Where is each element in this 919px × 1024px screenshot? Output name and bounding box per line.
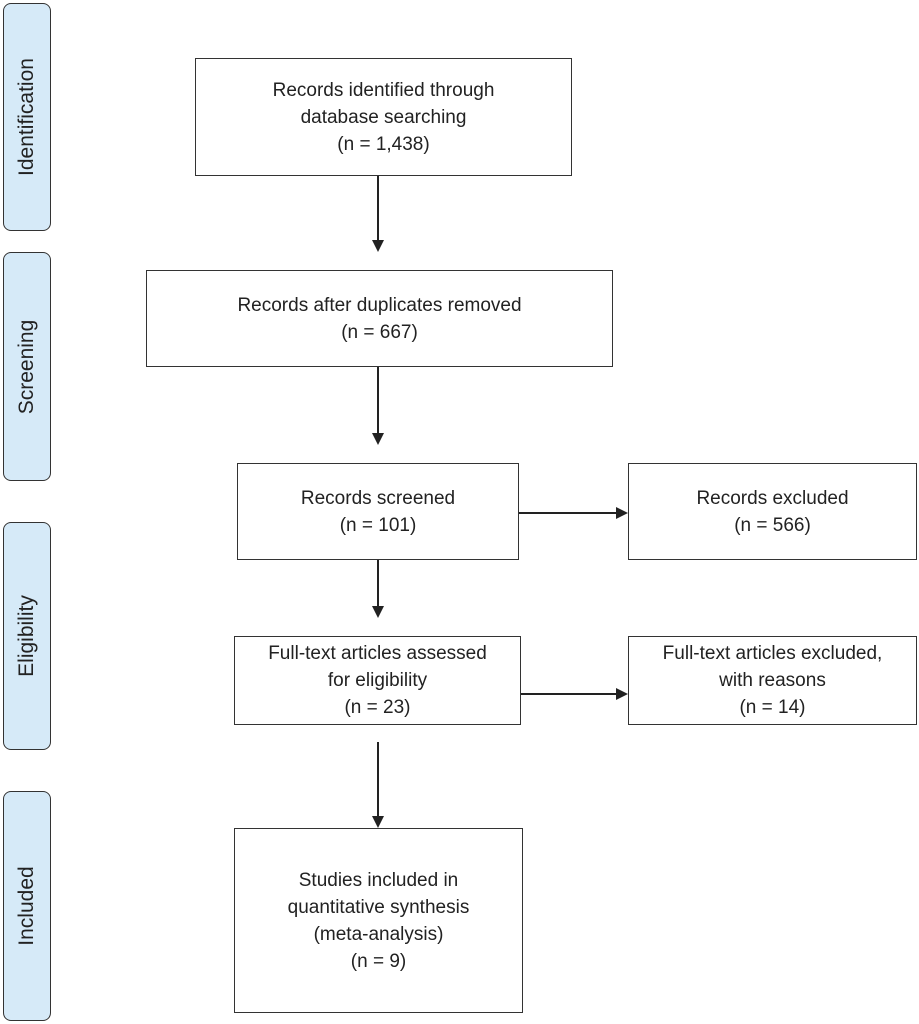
box-line: Full-text articles assessed	[268, 643, 487, 664]
box-line: quantitative synthesis	[287, 896, 470, 918]
box-line: Records screened	[300, 487, 456, 509]
box-line: Records excluded	[696, 487, 849, 509]
box-line: Records after duplicates removed	[237, 294, 522, 316]
fulltext-excluded-box: Full-text articles excluded, with reason…	[628, 636, 917, 725]
box-line: (n = 9)	[350, 950, 407, 972]
box-line: Full-text articles excluded,	[662, 643, 883, 664]
stage-included: Included	[3, 791, 51, 1021]
stage-eligibility: Eligibility	[3, 522, 51, 750]
records-screened-box: Records screened (n = 101)	[237, 463, 519, 560]
records-identified-box: Records identified through database sear…	[195, 58, 572, 176]
box-line: (n = 667)	[341, 321, 418, 343]
box-line: (n = 101)	[339, 514, 417, 536]
box-line: (meta-analysis)	[313, 923, 444, 945]
box-line: with reasons	[719, 670, 826, 691]
box-line: Studies included in	[298, 869, 459, 891]
stage-screening: Screening	[3, 252, 51, 481]
fulltext-assessed-box: Full-text articles assessed for eligibil…	[234, 636, 521, 725]
duplicates-removed-box: Records after duplicates removed (n = 66…	[146, 270, 613, 367]
records-excluded-box: Records excluded (n = 566)	[628, 463, 917, 560]
studies-included-box: Studies included in quantitative synthes…	[234, 828, 523, 1013]
stage-identification: Identification	[3, 3, 51, 231]
box-line: (n = 1,438)	[337, 133, 430, 155]
box-line: for eligibility	[327, 670, 428, 691]
box-line: (n = 23)	[344, 697, 411, 718]
box-line: Records identified through	[272, 79, 495, 101]
box-line: database searching	[300, 106, 467, 128]
box-line: (n = 14)	[739, 697, 806, 718]
box-line: (n = 566)	[734, 514, 811, 536]
